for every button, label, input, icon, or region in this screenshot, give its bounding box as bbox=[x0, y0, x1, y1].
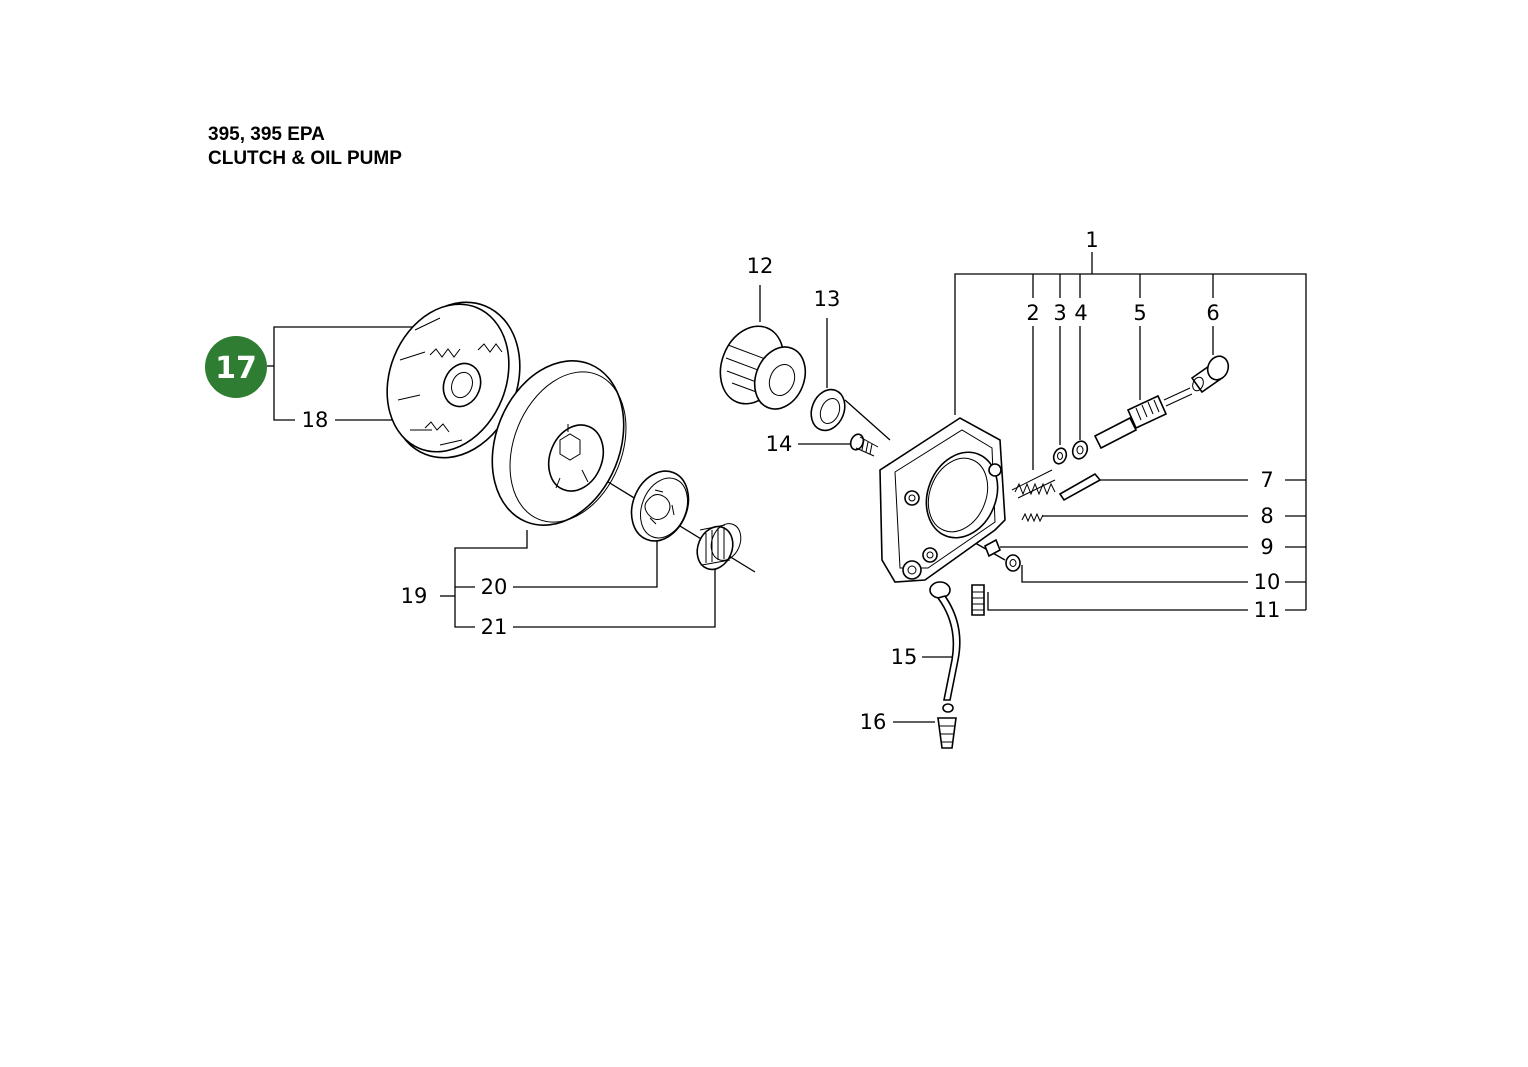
small-spring-icon bbox=[1021, 512, 1044, 523]
callout-2: 2 bbox=[1026, 301, 1039, 325]
spring-icon bbox=[1011, 469, 1056, 499]
pin-icon bbox=[1058, 472, 1102, 502]
oil-pump-housing-icon bbox=[879, 417, 1006, 583]
screw-icon bbox=[849, 433, 879, 457]
callout-4: 4 bbox=[1074, 301, 1087, 325]
adjustment-screw-icon bbox=[1190, 355, 1230, 394]
callout-8: 8 bbox=[1260, 504, 1273, 528]
callout-11: 11 bbox=[1254, 598, 1281, 622]
washer-icon bbox=[810, 388, 846, 432]
sprocket-rim-icon bbox=[630, 470, 690, 542]
callout-1: 1 bbox=[1085, 228, 1098, 252]
needle-bearing-icon bbox=[696, 523, 742, 571]
callout-20: 20 bbox=[481, 575, 508, 599]
assembly-badge: 17 bbox=[205, 336, 267, 398]
oil-filter-icon bbox=[937, 703, 957, 749]
small-washer-icons bbox=[1052, 440, 1089, 465]
callout-16: 16 bbox=[860, 710, 887, 734]
nut-icon bbox=[1005, 554, 1021, 572]
callout-19: 19 bbox=[401, 584, 428, 608]
pump-drive-icon bbox=[719, 325, 807, 410]
callout-12: 12 bbox=[747, 254, 774, 278]
plug-icon bbox=[971, 584, 985, 616]
callout-3: 3 bbox=[1053, 301, 1066, 325]
callout-7: 7 bbox=[1260, 468, 1273, 492]
callout-labels: 1 2 3 4 5 6 7 8 9 10 11 12 13 14 15 16 1… bbox=[302, 228, 1281, 734]
diagram-model-title: 395, 395 EPA bbox=[208, 124, 325, 145]
callout-6: 6 bbox=[1206, 301, 1219, 325]
pump-piston-icon bbox=[1093, 387, 1193, 450]
callout-18: 18 bbox=[302, 408, 329, 432]
diagram-section-title: CLUTCH & OIL PUMP bbox=[208, 148, 402, 169]
clutch-part-icon bbox=[386, 301, 521, 459]
callout-14: 14 bbox=[766, 432, 793, 456]
badge-number: 17 bbox=[215, 351, 257, 386]
oil-hose-icon bbox=[929, 581, 961, 701]
small-pin-icon bbox=[983, 538, 1002, 558]
clutch-drum-icon bbox=[491, 360, 627, 526]
callout-5: 5 bbox=[1133, 301, 1146, 325]
callout-9: 9 bbox=[1260, 535, 1273, 559]
callout-21: 21 bbox=[481, 615, 508, 639]
callout-15: 15 bbox=[891, 645, 918, 669]
callout-13: 13 bbox=[814, 287, 841, 311]
callout-10: 10 bbox=[1254, 570, 1281, 594]
